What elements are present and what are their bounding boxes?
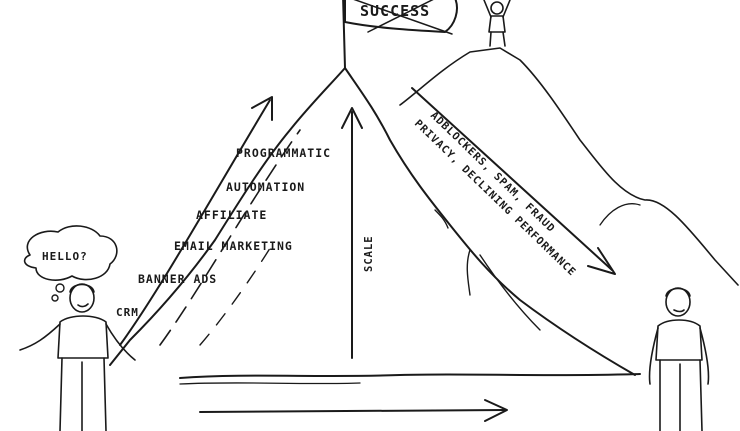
flag-text: SUCCESS (360, 2, 430, 20)
left-figure (19, 283, 136, 431)
channel-crm: CRM (116, 306, 139, 319)
channels-arrow-head (251, 96, 273, 121)
bubble-text: HELLO? (42, 250, 88, 263)
bottom-arrow-shaft (199, 409, 506, 413)
right-figure (648, 287, 710, 431)
channels-arrow-dashes-2 (199, 239, 276, 346)
far-mountain-ridge (599, 203, 641, 226)
ground-line (179, 373, 641, 379)
mountain-crevice-1 (466, 249, 471, 296)
mountain-crevice-2 (434, 209, 449, 229)
channel-affiliate: AFFILIATE (196, 208, 267, 222)
channel-automation: AUTOMATION (226, 180, 305, 194)
obstacles-arrow-head (587, 247, 616, 275)
main-mountain-right-slope (344, 67, 636, 376)
obstacles-label-1: ADBLOCKERS, SPAM, FRAUD (428, 110, 557, 236)
mountain-crevice-3 (479, 254, 541, 331)
scale-arrow-head (341, 107, 363, 129)
bubble-dot-2 (51, 294, 59, 302)
flag-strike-2 (367, 0, 434, 33)
bottom-arrow-head (484, 399, 508, 422)
channels-arrow-dashes (159, 129, 301, 346)
far-mountain (399, 47, 739, 286)
ground-line-2 (179, 382, 361, 385)
scale-label: SCALE (363, 235, 375, 272)
speech-bubble (23, 225, 118, 281)
bubble-dot-1 (55, 283, 65, 293)
channels-arrow-shaft (119, 99, 271, 346)
channel-banner-ads: BANNER ADS (138, 272, 217, 286)
success-flag (344, 0, 458, 33)
obstacles-label-2: PRIVACY, DECLINING PERFORMANCE (412, 118, 578, 279)
main-mountain-left-slope (109, 67, 346, 366)
flag-pole (342, 0, 346, 69)
obstacles-arrow-shaft (411, 87, 613, 271)
channel-programmatic: PROGRAMMATIC (236, 146, 331, 160)
peak-figure (483, 0, 511, 47)
channel-email-marketing: EMAIL MARKETING (174, 239, 293, 253)
